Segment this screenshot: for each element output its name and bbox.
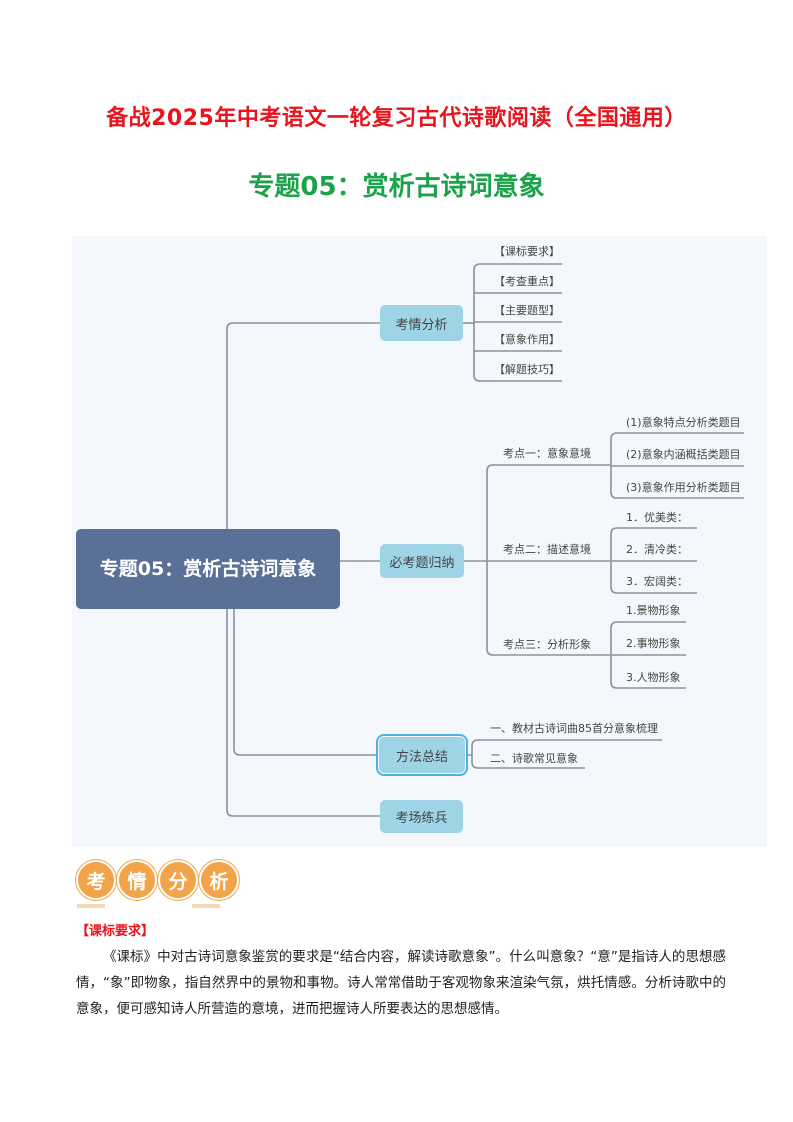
leaf[interactable]: (2)意象内涵概括类题目 [626,448,741,461]
node-kaochang-lianbing[interactable]: 考场练兵 [380,800,463,833]
badge-underline [192,904,220,908]
node-fangfa-zongjie[interactable]: 方法总结 [376,734,468,776]
leaf[interactable]: 【意象作用】 [494,333,560,346]
section-heading: 【课标要求】 [76,924,155,939]
leaf[interactable]: 1.景物形象 [626,604,681,617]
badge-char: 考 [76,860,116,900]
leaf[interactable]: 1．优美类： [626,511,688,524]
leaf[interactable]: 一、教材古诗词曲85首分意象梳理 [490,722,658,735]
leaf[interactable]: 2.事物形象 [626,637,681,650]
leaf[interactable]: 【课标要求】 [494,245,560,258]
leaf[interactable]: 二、诗歌常见意象 [490,752,578,765]
leaf[interactable]: 【主要题型】 [494,304,560,317]
node-kaoqing-fenxi[interactable]: 考情分析 [380,305,463,341]
badge-char: 析 [199,860,239,900]
leaf[interactable]: 【解题技巧】 [494,363,560,376]
leaf[interactable]: (1)意象特点分析类题目 [626,416,741,429]
document-title: 备战2025年中考语文一轮复习古代诗歌阅读（全国通用） [106,106,687,131]
document-subtitle: 专题05：赏析古诗词意象 [248,172,545,202]
body-paragraph: 《课标》中对古诗词意象鉴赏的要求是“结合内容，解读诗歌意象”。什么叫意象？“意”… [76,949,726,1017]
node-bikao-guina[interactable]: 必考题归纳 [380,544,464,578]
leaf[interactable]: 3.人物形象 [626,671,681,684]
leaf[interactable]: 2．清冷类： [626,543,688,556]
subtopic[interactable]: 考点一：意象意境 [503,447,591,460]
section-badge-kaoqing-fenxi: 考 情 分 析 [76,860,240,900]
subtopic[interactable]: 考点三：分析形象 [503,638,591,651]
badge-underline [77,904,105,908]
badge-char: 分 [158,860,198,900]
central-topic[interactable]: 专题05：赏析古诗词意象 [76,529,340,609]
badge-char: 情 [117,860,157,900]
leaf[interactable]: 3．宏阔类： [626,575,688,588]
subtopic[interactable]: 考点二：描述意境 [503,543,591,556]
leaf[interactable]: 【考查重点】 [494,275,560,288]
leaf[interactable]: (3)意象作用分析类题目 [626,481,741,494]
